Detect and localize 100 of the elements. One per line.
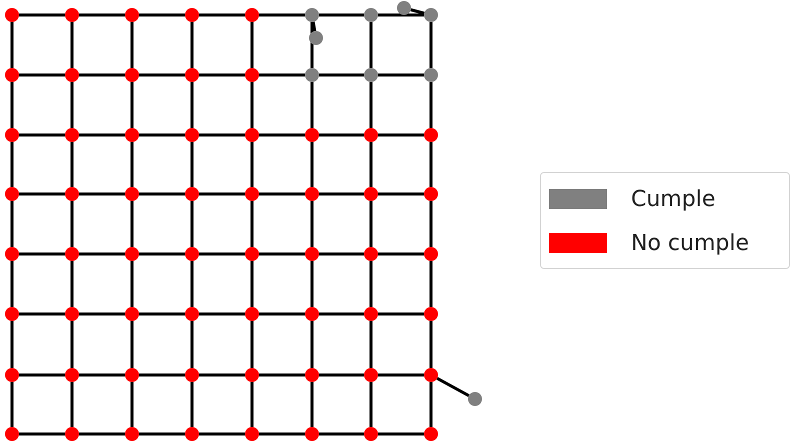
graph-edge xyxy=(199,74,245,76)
graph-node xyxy=(305,128,319,142)
graph-node xyxy=(125,187,139,201)
graph-edge xyxy=(130,201,134,247)
graph-node xyxy=(364,68,378,82)
graph-node xyxy=(424,68,438,82)
graph-node xyxy=(185,427,199,441)
graph-node xyxy=(305,8,319,22)
graph-node xyxy=(468,392,482,406)
graph-node xyxy=(364,368,378,382)
graph-edge xyxy=(70,382,74,427)
graph-edge xyxy=(130,382,134,427)
graph-node xyxy=(424,8,438,22)
graph-node xyxy=(125,427,139,441)
graph-edge xyxy=(310,22,314,68)
graph-edge xyxy=(430,22,432,68)
graph-edge xyxy=(70,142,74,187)
graph-edge xyxy=(139,374,185,376)
graph-edge xyxy=(378,374,424,376)
graph-edge xyxy=(10,201,14,247)
graph-edge xyxy=(70,201,74,247)
graph-edge xyxy=(319,432,364,436)
graph-edge xyxy=(19,374,65,376)
graph-edge xyxy=(19,14,65,16)
graph-edge xyxy=(378,14,424,16)
graph-edge xyxy=(70,82,74,128)
graph-node xyxy=(245,8,259,22)
graph-node xyxy=(364,247,378,261)
graph-node xyxy=(424,307,438,321)
graph-edge xyxy=(378,74,424,76)
graph-node xyxy=(5,68,19,82)
graph-edge xyxy=(139,192,185,196)
graph-edge xyxy=(130,261,134,307)
graph-node xyxy=(185,187,199,201)
graph-node xyxy=(125,8,139,22)
graph-edge xyxy=(139,312,185,316)
graph-edge xyxy=(310,201,314,247)
graph-node xyxy=(364,8,378,22)
graph-edge xyxy=(190,201,194,247)
graph-node xyxy=(125,128,139,142)
graph-edge xyxy=(79,374,125,376)
graph-node xyxy=(245,368,259,382)
graph-edge xyxy=(10,382,14,427)
graph-edge xyxy=(319,374,364,376)
graph-edge xyxy=(430,261,432,307)
graph-edge xyxy=(190,382,194,427)
graph-edge xyxy=(130,22,134,68)
graph-edge xyxy=(79,192,125,196)
graph-edge xyxy=(370,261,372,307)
graph-edge xyxy=(370,142,372,187)
graph-edge xyxy=(319,312,364,316)
graph-edge xyxy=(378,192,424,196)
graph-node xyxy=(5,8,19,22)
graph-edge xyxy=(19,312,65,316)
legend-label: Cumple xyxy=(631,186,716,212)
graph-edge xyxy=(79,312,125,316)
graph-node xyxy=(65,128,79,142)
graph-node xyxy=(125,307,139,321)
graph-node xyxy=(185,128,199,142)
graph-edge xyxy=(259,14,305,16)
graph-edge xyxy=(259,252,305,256)
graph-edge xyxy=(370,82,372,128)
graph-edge xyxy=(250,382,254,427)
graph-node xyxy=(309,31,323,45)
graph-edge xyxy=(199,14,245,16)
graph-edge xyxy=(190,321,194,368)
graph-edge xyxy=(319,74,364,76)
graph-edge xyxy=(310,261,314,307)
graph-edge xyxy=(199,192,245,196)
graph-edge xyxy=(139,74,185,76)
graph-node xyxy=(424,247,438,261)
graph-edge xyxy=(250,142,254,187)
graph-node xyxy=(65,8,79,22)
graph-edge xyxy=(79,134,125,136)
graph-edge xyxy=(370,22,372,68)
graph-edge xyxy=(259,432,305,436)
graph-node xyxy=(185,307,199,321)
graph-node xyxy=(65,187,79,201)
graph-node xyxy=(5,187,19,201)
graph-node xyxy=(5,247,19,261)
graph-edge xyxy=(430,382,432,427)
graph-edge xyxy=(259,134,305,136)
graph-edge xyxy=(130,142,134,187)
graph-node xyxy=(5,128,19,142)
graph-edge xyxy=(139,134,185,136)
graph-edge xyxy=(319,134,364,136)
graph-edge xyxy=(19,134,65,136)
graph-edge xyxy=(310,321,314,368)
graph-edge xyxy=(250,261,254,307)
graph-node xyxy=(5,307,19,321)
graph-edge xyxy=(378,134,424,136)
graph-node xyxy=(364,187,378,201)
graph-edge xyxy=(70,321,74,368)
graph-edge xyxy=(250,201,254,247)
graph-edge xyxy=(378,312,424,316)
graph-edge xyxy=(199,374,245,376)
graph-node xyxy=(397,1,411,15)
graph-node xyxy=(305,247,319,261)
graph-node xyxy=(125,247,139,261)
graph-node xyxy=(65,68,79,82)
